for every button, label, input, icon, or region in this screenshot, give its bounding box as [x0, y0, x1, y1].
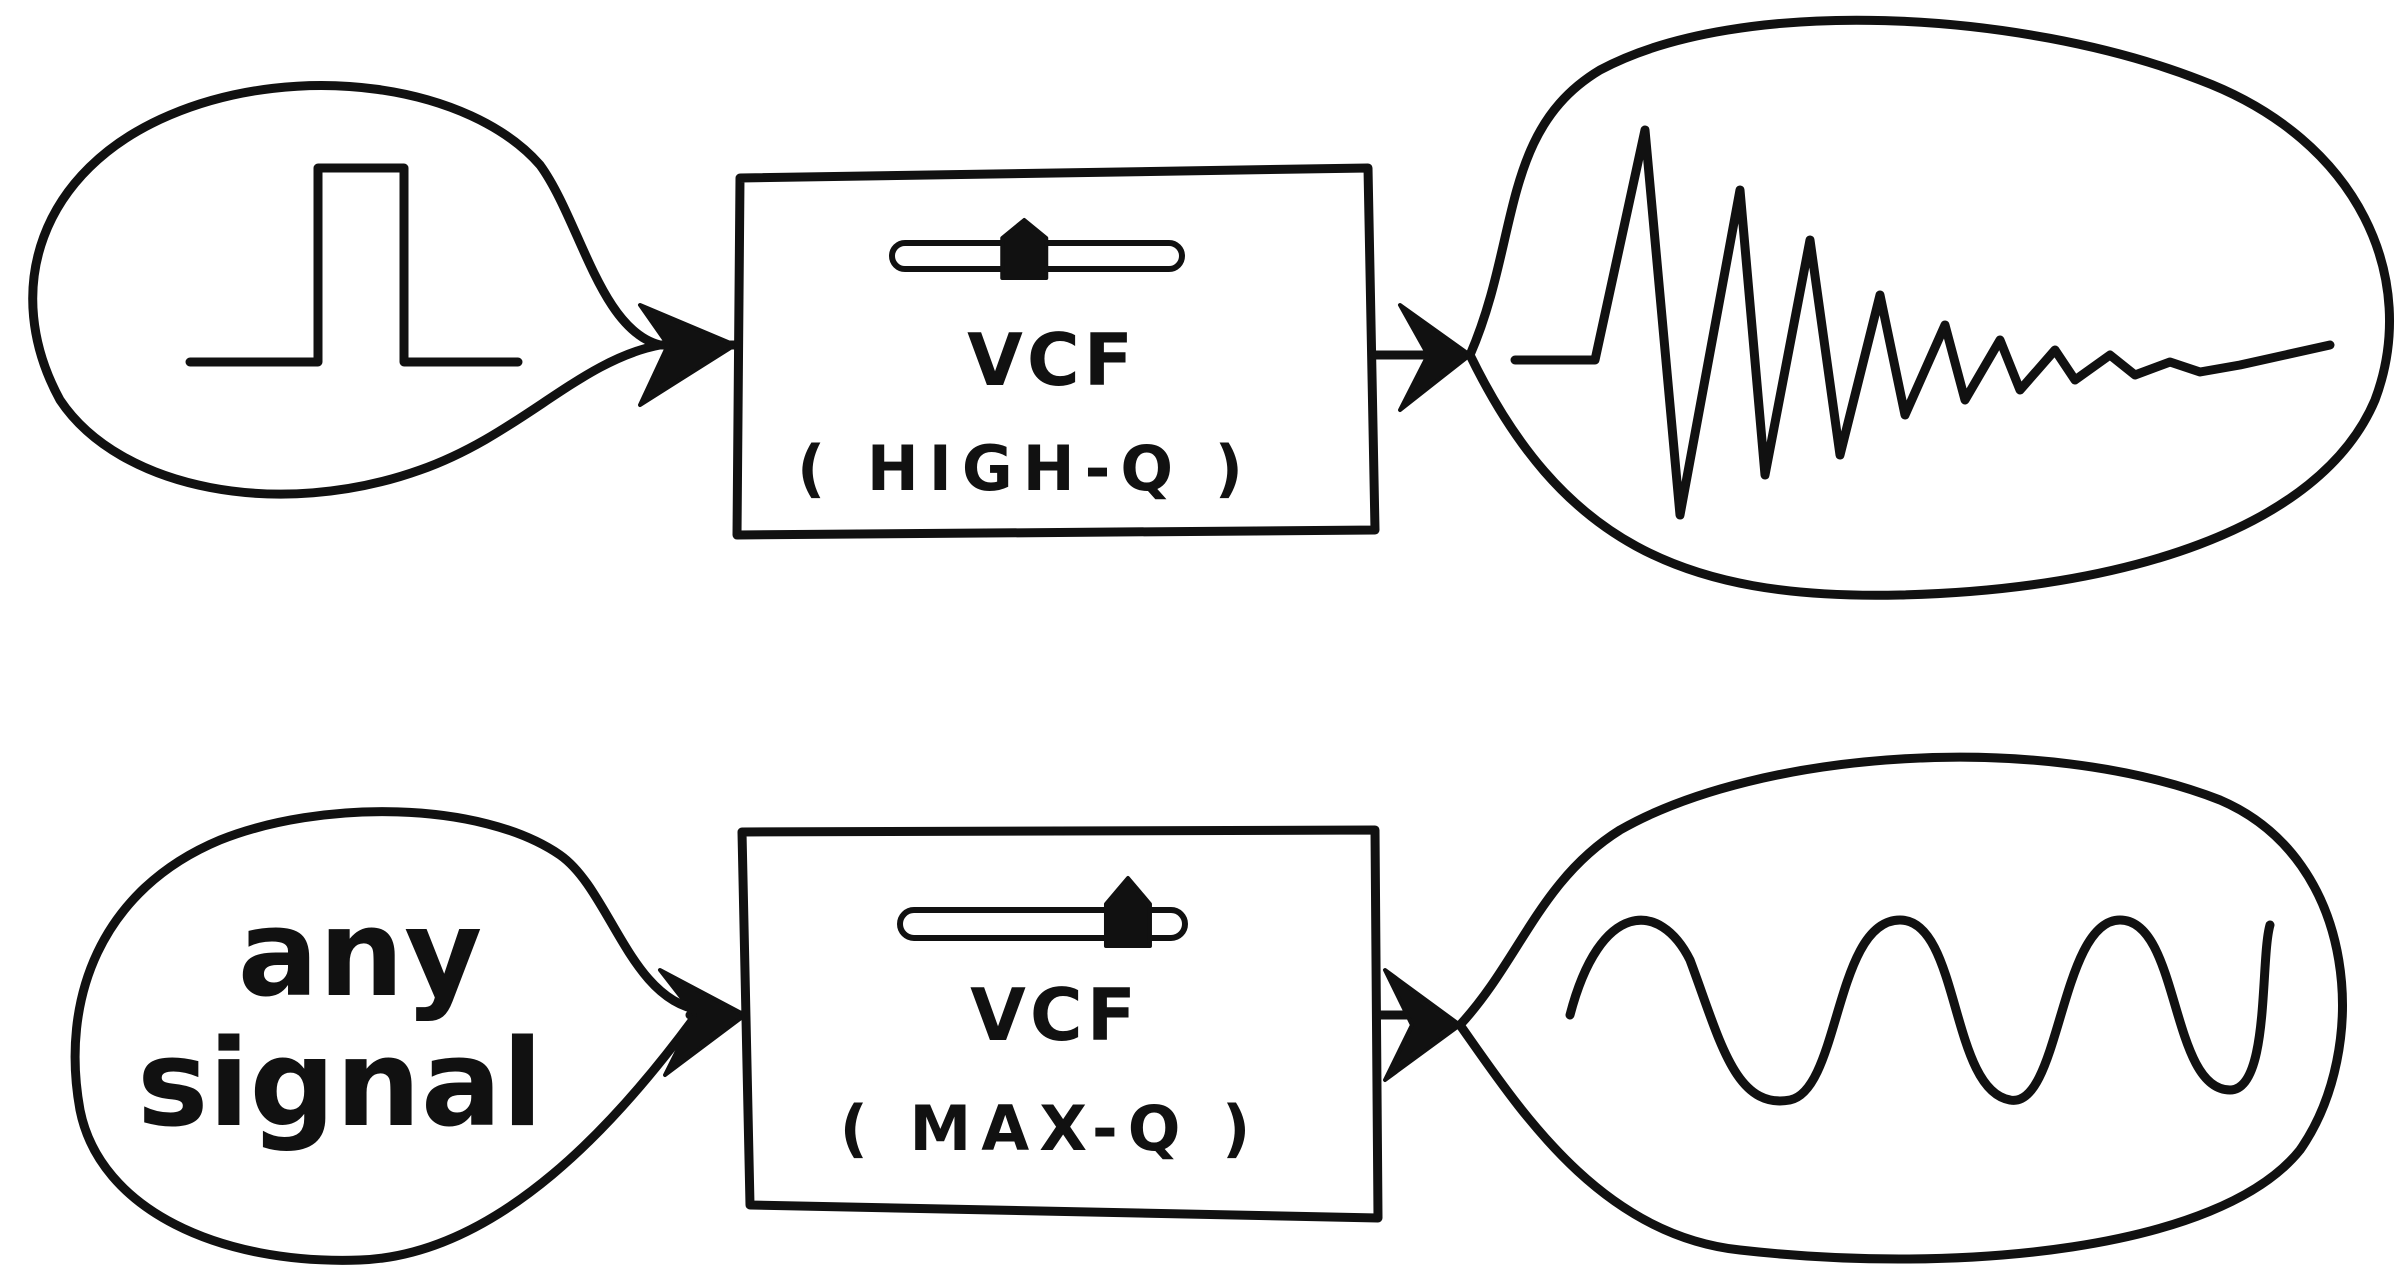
input-text-line1: any	[238, 885, 483, 1024]
output-bubble-outline	[1455, 752, 2347, 1264]
cutoff-slider	[897, 876, 1188, 948]
vcf-box-outline	[732, 163, 1380, 540]
vcf-box-outline	[737, 825, 1383, 1223]
input-text-line2: signal	[137, 1015, 543, 1154]
pulse-waveform-icon	[185, 163, 523, 367]
arrow-to-filter-max-q	[658, 968, 750, 1077]
input-bubble-outline	[70, 807, 705, 1265]
row-max-q: any signal VCF ( MAX-Q )	[70, 752, 2347, 1265]
vcf-label: VCF	[967, 318, 1137, 402]
output-bubble-ringing	[1465, 15, 2394, 600]
cutoff-slider	[889, 218, 1185, 280]
input-bubble-outline	[28, 81, 665, 499]
input-bubble-pulse	[28, 81, 665, 499]
input-bubble-any-signal: any signal	[70, 807, 705, 1265]
slider-knob-icon	[1103, 876, 1152, 948]
output-bubble-outline	[1465, 15, 2394, 600]
slider-knob-icon	[1000, 218, 1049, 280]
row-high-q: VCF ( HIGH-Q )	[28, 15, 2394, 600]
decaying-ringing-waveform-icon	[1510, 125, 2335, 520]
sine-waveform-icon	[1565, 915, 2275, 1106]
vcf-setting-label: ( MAX-Q )	[840, 1092, 1261, 1165]
arrow-to-output-high-q	[1370, 303, 1472, 412]
arrow-to-output-max-q	[1373, 968, 1462, 1082]
arrow-to-filter-high-q	[638, 303, 740, 407]
vcf-label: VCF	[970, 973, 1140, 1057]
vcf-box-high-q: VCF ( HIGH-Q )	[732, 163, 1380, 540]
output-bubble-sine	[1455, 752, 2347, 1264]
vcf-setting-label: ( HIGH-Q )	[797, 432, 1253, 505]
vcf-box-max-q: VCF ( MAX-Q )	[737, 825, 1383, 1223]
